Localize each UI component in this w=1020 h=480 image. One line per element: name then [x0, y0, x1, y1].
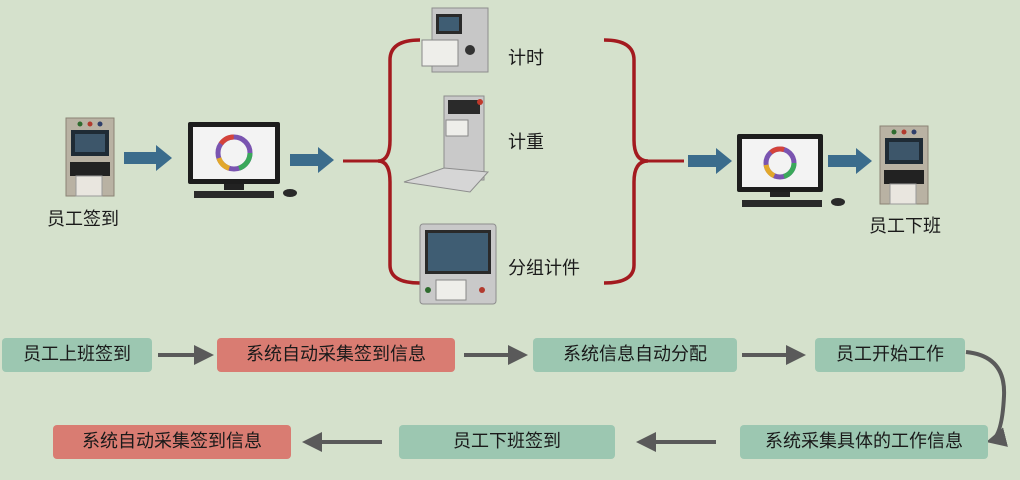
computer-monitor-icon	[188, 122, 297, 198]
curved-flow-arrow	[965, 350, 1008, 447]
right-brace-icon	[603, 38, 649, 285]
timing-device-icon	[421, 7, 489, 73]
group-counting-terminal-icon	[419, 223, 497, 305]
checkin-kiosk-icon	[65, 117, 115, 197]
computer-monitor-icon	[737, 134, 845, 207]
checkin-label: 员工签到	[47, 209, 119, 230]
weighing-scale-icon	[403, 95, 490, 193]
checkout-label: 员工下班	[869, 216, 941, 237]
checkout-kiosk-icon	[879, 125, 929, 205]
step-collect-checkin: 系统自动采集签到信息	[217, 338, 455, 372]
option-timing: 计时	[508, 48, 544, 69]
flow-arrow-icon	[290, 147, 334, 173]
flow-arrow-icon	[828, 148, 872, 174]
step-auto-assign: 系统信息自动分配	[533, 338, 737, 372]
step-collect-checkin-2: 系统自动采集签到信息	[53, 425, 291, 459]
option-group-counting: 分组计件	[508, 258, 580, 279]
step-start-work: 员工开始工作	[815, 338, 965, 372]
step-checkout: 员工下班签到	[399, 425, 615, 459]
step-checkin: 员工上班签到	[2, 338, 152, 372]
flow-arrow-icon	[124, 145, 172, 171]
option-weighing: 计重	[508, 132, 544, 153]
flow-arrow-icon	[688, 148, 732, 174]
step-collect-work-info: 系统采集具体的工作信息	[740, 425, 988, 459]
left-brace-icon	[377, 38, 421, 285]
